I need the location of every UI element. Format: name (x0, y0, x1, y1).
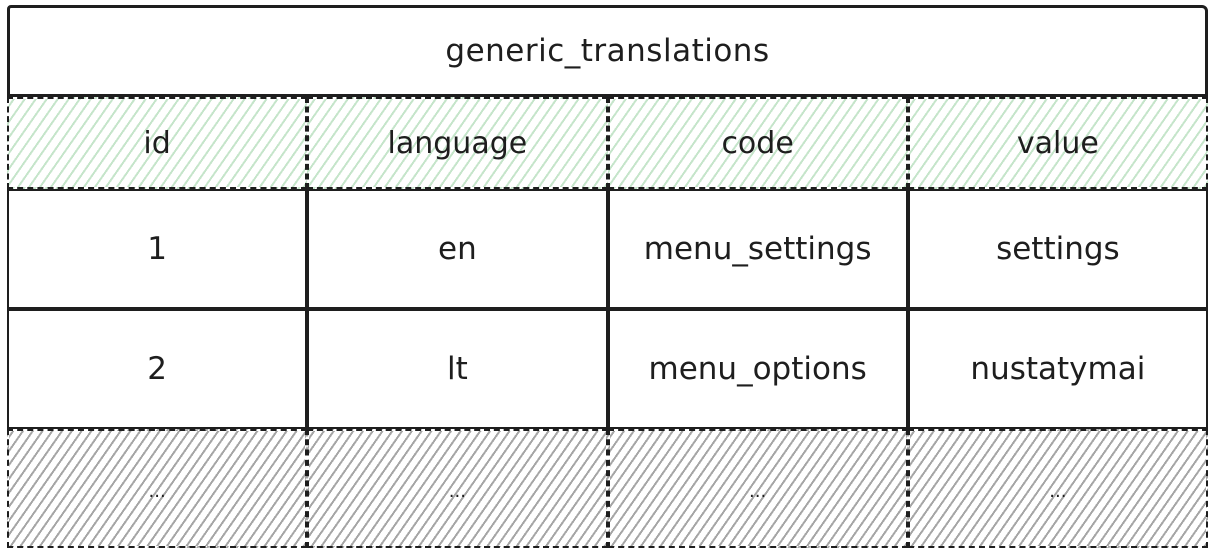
table-row-ellipsis: ... ... ... ... (7, 429, 1208, 548)
table-cell-ellipsis: ... (607, 429, 908, 548)
cell-text: menu_settings (643, 231, 872, 267)
table-cell-language: lt (307, 309, 608, 429)
cell-text: lt (446, 351, 468, 387)
column-header-label: code (721, 125, 794, 161)
column-header-label: language (387, 125, 528, 161)
table-title-text: generic_translations (445, 33, 770, 69)
table-cell-value: nustatymai (907, 309, 1208, 429)
table-cell-ellipsis: ... (307, 429, 608, 548)
cell-text: en (438, 231, 477, 267)
table-cell-id: 1 (7, 189, 308, 309)
table-row: 2 lt menu_options nustatymai (7, 309, 1208, 429)
cell-text: ... (1049, 481, 1067, 502)
table-header-row: id language code value (7, 97, 1208, 189)
table-row: 1 en menu_settings settings (7, 189, 1208, 309)
cell-text: menu_options (648, 351, 867, 387)
cell-text: settings (996, 231, 1120, 267)
column-header-value: value (907, 97, 1208, 189)
column-header-label: value (1016, 125, 1099, 161)
column-header-code: code (607, 97, 908, 189)
table-title: generic_translations (7, 5, 1208, 97)
cell-text: ... (448, 481, 466, 502)
table-cell-value: settings (907, 189, 1208, 309)
cell-text: nustatymai (970, 351, 1146, 387)
table-cell-ellipsis: ... (907, 429, 1208, 548)
table-cell-code: menu_options (607, 309, 908, 429)
column-header-id: id (7, 97, 308, 189)
cell-text: 2 (147, 351, 167, 387)
translations-table: generic_translations id language code va… (7, 5, 1208, 548)
table-cell-code: menu_settings (607, 189, 908, 309)
column-header-language: language (307, 97, 608, 189)
column-header-label: id (143, 125, 171, 161)
cell-text: ... (749, 481, 767, 502)
cell-text: ... (148, 481, 166, 502)
table-cell-language: en (307, 189, 608, 309)
table-cell-id: 2 (7, 309, 308, 429)
table-cell-ellipsis: ... (7, 429, 308, 548)
cell-text: 1 (147, 231, 167, 267)
